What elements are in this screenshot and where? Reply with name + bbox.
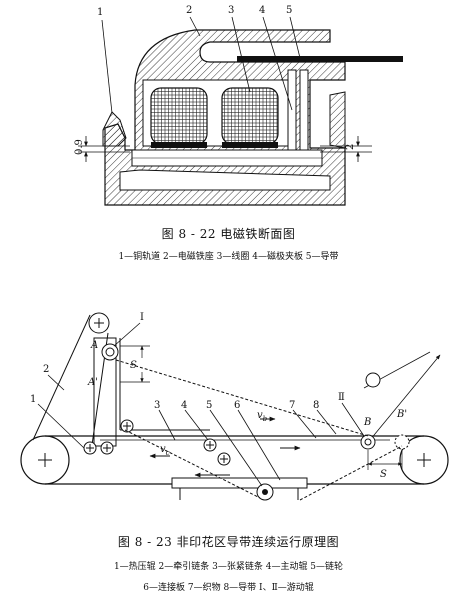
label-va-main: v	[257, 410, 263, 421]
label-va: vb	[257, 410, 268, 423]
label-vc-main: v	[160, 444, 166, 455]
point-A: A	[90, 340, 98, 351]
traction-chain	[32, 314, 91, 441]
label-vc: vc	[160, 444, 170, 457]
callout-5: 5	[286, 5, 292, 16]
callout-2: 2	[186, 5, 192, 16]
guide-belt	[237, 56, 403, 62]
pole-plate-2	[299, 69, 309, 153]
callout-4: 4	[259, 5, 265, 16]
idler-roll-B-prime	[394, 434, 410, 450]
dim-S-horizontal: S	[380, 469, 387, 480]
fig23-belt-principle: 1 2 3 4 5 6 7 8 Ⅰ Ⅱ A A' B B' S S vb vc	[20, 312, 449, 501]
label-va-sub: b	[263, 415, 268, 423]
fig23-legend-line2: 6—连接板 7—织物 8—导带 Ⅰ、Ⅱ—游动辊	[143, 583, 314, 593]
fig23-callout-3: 3	[154, 400, 160, 411]
fig23-callout-1: 1	[30, 394, 36, 405]
fig23-callout-I: Ⅰ	[140, 312, 144, 323]
fig22-caption: 图 8 - 22 电磁铁断面图	[161, 227, 296, 241]
dim-label-0-9: 0.9	[74, 139, 85, 155]
point-B-prime: B'	[396, 409, 407, 420]
pole-plate	[287, 69, 297, 153]
fig22-legend: 1—铜轨道 2—电磁铁座 3—线圈 4—磁极夹板 5—导带	[118, 252, 339, 262]
fig23-caption: 图 8 - 23 非印花区导带连续运行原理图	[117, 535, 340, 549]
lower-slot	[119, 169, 331, 191]
coil-left	[150, 87, 208, 145]
fig23-callout-II: Ⅱ	[338, 392, 345, 403]
upper-right-roll	[365, 372, 381, 388]
copper-rail	[102, 111, 127, 147]
coil-right-base	[222, 142, 278, 148]
callout-3: 3	[228, 5, 234, 16]
coil-left-base	[151, 142, 207, 148]
fig23-callout-7: 7	[289, 400, 295, 411]
fig22-electromagnet-section: 1 2 3 4 5 0.9 2	[74, 5, 403, 206]
idler-roll-I	[101, 343, 119, 361]
fig23-callout-4: 4	[181, 400, 187, 411]
coil-right	[221, 87, 279, 145]
fig23-callout-5: 5	[206, 400, 212, 411]
callout-1: 1	[97, 7, 103, 18]
dim-label-2: 2	[345, 144, 356, 150]
connecting-plate	[171, 477, 308, 489]
fig23-legend-line1: 1—热压辊 2—牵引链条 3—张紧链条 4—主动辊 5—链轮	[113, 562, 344, 572]
point-A-prime: A'	[87, 377, 98, 388]
point-B: B	[363, 417, 371, 428]
right-rail	[329, 91, 346, 149]
dim-S-vertical: S	[130, 360, 137, 371]
fig23-callout-8: 8	[313, 400, 319, 411]
label-vc-sub: c	[166, 449, 170, 457]
idler-roll-II	[360, 434, 376, 450]
tension-chain	[124, 429, 261, 499]
fig23-callout-6: 6	[234, 400, 240, 411]
fig23-callout-2: 2	[43, 364, 49, 375]
